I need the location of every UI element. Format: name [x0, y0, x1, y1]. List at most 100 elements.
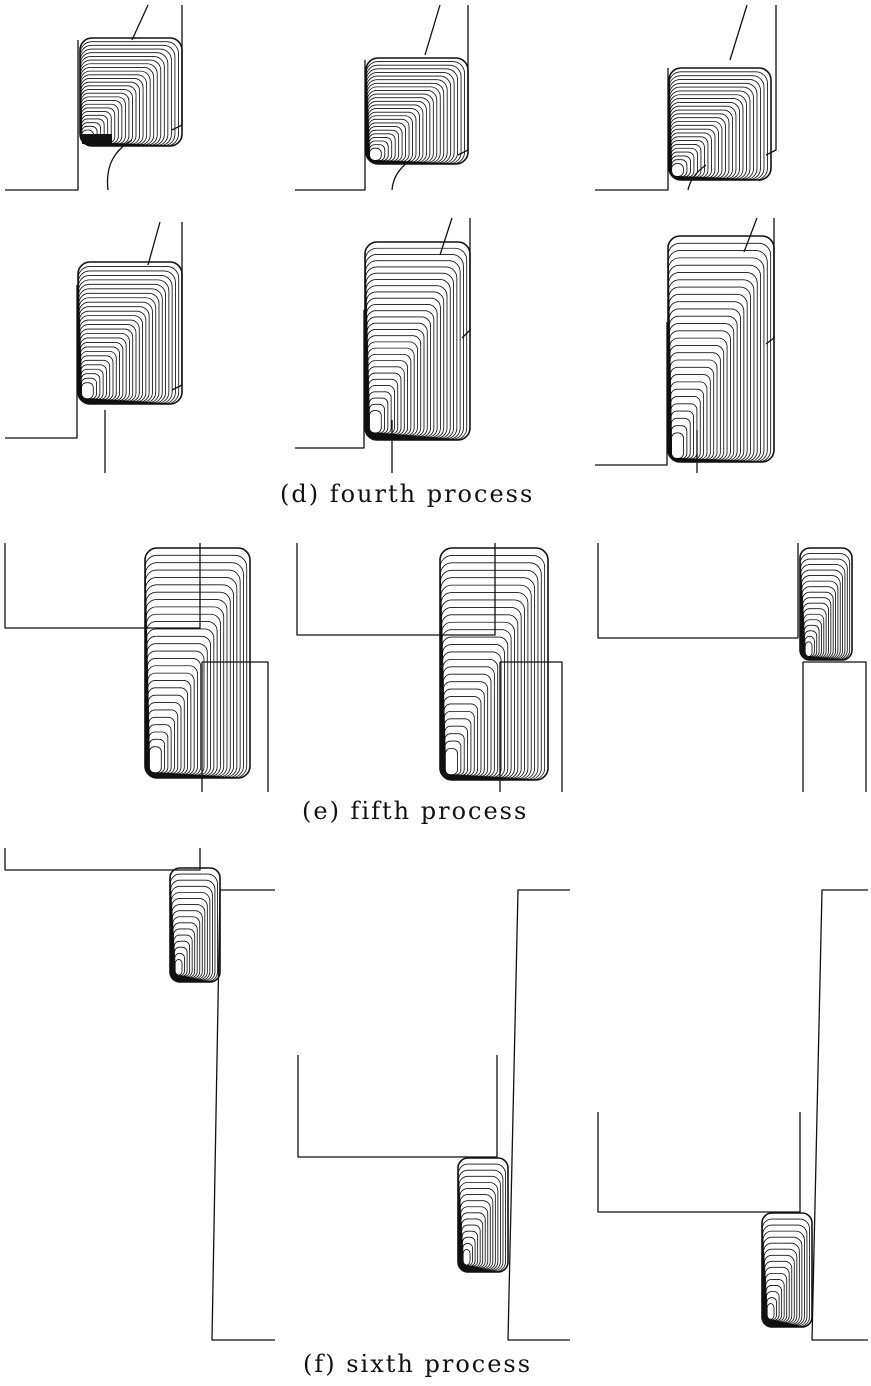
panel-e2 [297, 543, 562, 792]
contour-line [462, 1242, 474, 1266]
contour-line [669, 113, 730, 179]
contour-line [365, 279, 451, 439]
contour-line [77, 270, 176, 405]
contour-line [366, 297, 441, 439]
contour-line [369, 410, 382, 434]
contour-line [368, 397, 389, 434]
panel-d3 [595, 5, 776, 190]
contour-line [667, 235, 775, 463]
panel-d2 [295, 5, 469, 190]
contour-line [147, 665, 198, 776]
die-outline [172, 5, 182, 130]
die-outline [598, 1112, 800, 1212]
die-outline [595, 68, 668, 190]
die-outline [508, 890, 570, 1340]
contour-line [442, 666, 495, 778]
contour-line [366, 322, 428, 438]
contour-line [444, 748, 458, 776]
contour-line [365, 285, 448, 439]
contour-line [149, 746, 162, 774]
contour-line [80, 377, 97, 400]
contour-line [443, 696, 482, 777]
die-outline [803, 662, 866, 792]
die-outline [148, 222, 160, 265]
dense-contour-band [82, 134, 112, 144]
contour-line [368, 140, 389, 162]
contour-line [366, 328, 425, 437]
caption-sixth-process: (f) sixth process [303, 1350, 533, 1378]
contour-line [147, 694, 185, 775]
contour-line [462, 1236, 476, 1267]
contour-line [80, 373, 101, 400]
die-outline [812, 890, 868, 1340]
contour-line [440, 569, 539, 780]
contour-line [368, 403, 385, 434]
contour-line [146, 650, 205, 776]
die-outline [425, 5, 440, 55]
contour-line [367, 108, 420, 163]
contour-line [172, 916, 201, 979]
die-outline [595, 322, 667, 465]
contour-line [174, 952, 186, 976]
contour-line [77, 266, 180, 405]
contour-line [170, 885, 213, 982]
contour-line [670, 425, 688, 460]
die-outline [212, 890, 275, 1340]
die-outline [298, 1055, 497, 1157]
die-outline [730, 5, 747, 60]
contour-line [444, 733, 465, 776]
contour-line [668, 286, 751, 462]
contour-line [766, 1291, 780, 1321]
contour-line [761, 1218, 810, 1327]
panel-d6 [595, 218, 775, 473]
die-outline [5, 40, 78, 190]
contour-line [766, 1297, 778, 1321]
contour-line [670, 403, 698, 460]
contour-line [148, 738, 165, 774]
contour-line [78, 297, 157, 403]
contour-line [762, 1230, 805, 1326]
die-outline [5, 848, 200, 870]
contour-line [441, 621, 515, 779]
contour-line [174, 946, 188, 977]
contour-line [668, 301, 745, 462]
contour-line [78, 306, 150, 403]
contour-line [671, 155, 691, 178]
die-outline [132, 5, 148, 40]
contour-line [365, 61, 465, 165]
contour-line [148, 731, 169, 774]
contour-line [145, 569, 241, 778]
contour-line [670, 144, 702, 178]
contour-line [462, 1249, 471, 1266]
contour-line [368, 126, 403, 162]
panel-f2 [298, 890, 570, 1340]
contour-line [804, 641, 813, 657]
contour-line [367, 366, 405, 436]
contour-line [804, 635, 815, 658]
panel-f3 [598, 890, 868, 1340]
contour-line [444, 740, 462, 776]
panel-e3 [598, 543, 866, 792]
die-outline [295, 310, 364, 448]
contour-line [369, 147, 382, 161]
contour-line [669, 352, 721, 461]
contour-line [670, 121, 723, 179]
die-outline [5, 543, 200, 628]
contour-line [671, 432, 684, 459]
panel-d1 [5, 5, 183, 190]
contour-line [667, 250, 768, 463]
die-outline [107, 140, 132, 190]
die-outline [297, 543, 495, 635]
contour-line [668, 293, 748, 462]
panel-d4 [5, 222, 183, 473]
contour-line [804, 630, 818, 658]
contour-line [801, 575, 841, 660]
contour-line [146, 621, 218, 777]
panel-f1 [5, 848, 275, 1340]
panel-d5 [295, 218, 471, 473]
die-outline [766, 5, 776, 155]
die-outline [458, 5, 468, 155]
contour-line [670, 132, 712, 179]
caption-fifth-process: (e) fifth process [302, 797, 529, 825]
